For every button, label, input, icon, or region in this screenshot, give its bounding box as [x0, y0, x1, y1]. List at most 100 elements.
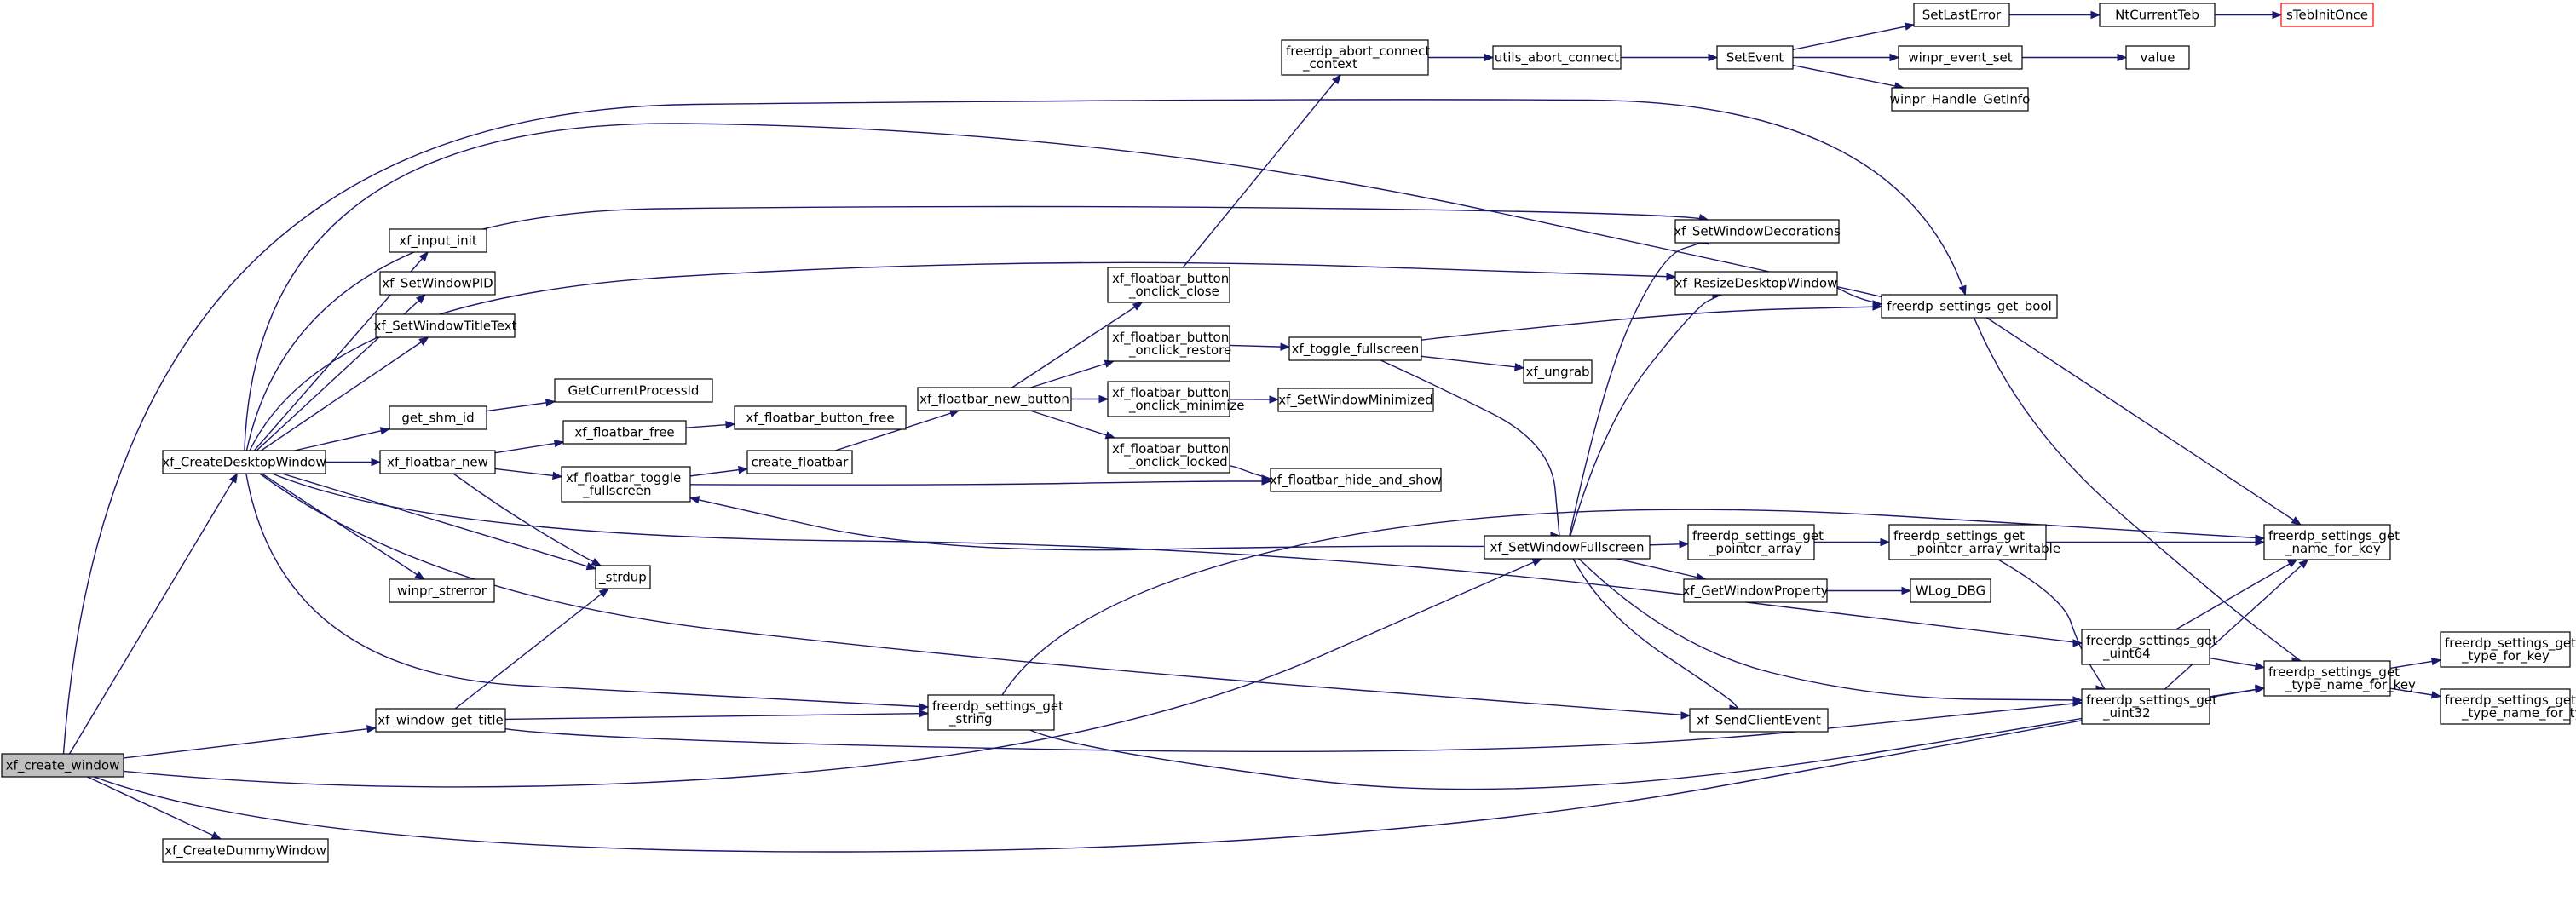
node-freerdp-settings-get-type-name-for-type[interactable]: freerdp_settings_get_type_name_for_type	[2440, 688, 2576, 725]
node-label: GetCurrentProcessId	[568, 383, 700, 399]
node-freerdp-settings-get-type-for-key[interactable]: freerdp_settings_get_type_for_key	[2440, 631, 2576, 668]
node-box	[162, 838, 329, 863]
node-getcurrentprocessid[interactable]: GetCurrentProcessId	[554, 378, 713, 403]
node-utils-abort-connect[interactable]: utils_abort_connect	[1492, 45, 1622, 70]
node-xf-floatbar-free[interactable]: xf_floatbar_free	[562, 420, 687, 445]
node-xf-setwindowdecorations[interactable]: xf_SetWindowDecorations	[1674, 219, 1841, 244]
node-label: _pointer_array	[1709, 541, 1801, 557]
edge-bom-to-swmin	[1229, 395, 1280, 404]
edge-fsgb-to-nfk	[1986, 317, 2302, 526]
node-xf-resizedesktopwindow[interactable]: xf_ResizeDesktopWindow	[1674, 271, 1838, 296]
node-box	[1492, 45, 1622, 70]
node-box	[561, 466, 691, 503]
node-box	[2263, 660, 2391, 697]
node-xf-create-window[interactable]: xf_create_window	[1, 753, 124, 778]
node-freerdp-settings-get-string[interactable]: freerdp_settings_get_string	[927, 694, 1063, 731]
node-freerdp-abort-connect-context[interactable]: freerdp_abort_connect_context	[1281, 39, 1430, 76]
node-xf-window-get-title[interactable]: xf_window_get_title	[375, 708, 506, 733]
node-box	[1891, 87, 2029, 112]
node-xf-floatbar-hide-and-show[interactable]: xf_floatbar_hide_and_show	[1270, 468, 1442, 492]
node-xf-input-init[interactable]: xf_input_init	[389, 228, 487, 253]
node-strdup[interactable]: _strdup	[595, 565, 651, 589]
node-xf-setwindowminimized[interactable]: xf_SetWindowMinimized	[1277, 388, 1434, 412]
arrowhead	[2291, 516, 2302, 526]
node-xf-floatbar-new[interactable]: xf_floatbar_new	[379, 450, 496, 474]
node-xf-setwindowtitletext[interactable]: xf_SetWindowTitleText	[374, 313, 517, 338]
node-box	[1288, 336, 1422, 361]
node-box	[1674, 219, 1840, 244]
arrowhead	[228, 472, 239, 484]
node-box	[2125, 45, 2190, 70]
edge-cdw-to-wse	[261, 473, 425, 580]
edge-fnb-to-bor	[1030, 359, 1115, 388]
node-label: freerdp_settings_get	[1692, 528, 1824, 544]
node-label: WLog_DBG	[1916, 583, 1985, 600]
edge-bor-to-tfs	[1229, 342, 1291, 351]
node-box	[2440, 688, 2571, 725]
node-box	[2081, 688, 2210, 725]
node-xf-setwindowpid[interactable]: xf_SetWindowPID	[379, 271, 496, 296]
node-value[interactable]: value	[2125, 45, 2190, 70]
node-box	[1484, 535, 1651, 560]
node-xf-createdummywindow[interactable]: xf_CreateDummyWindow	[162, 838, 329, 863]
node-setlasterror[interactable]: SetLastError	[1913, 3, 2010, 27]
node-winpr-strerror[interactable]: winpr_strerror	[389, 578, 495, 603]
node-freerdp-settings-get-bool[interactable]: freerdp_settings_get_bool	[1881, 294, 2058, 319]
node-create-floatbar[interactable]: create_floatbar	[746, 450, 853, 474]
edge-u64-to-tnfk	[2209, 657, 2266, 670]
arrowhead	[598, 588, 609, 598]
node-label: xf_floatbar_button	[1112, 441, 1229, 457]
node-xf-floatbar-new-button[interactable]: xf_floatbar_new_button	[917, 387, 1072, 411]
node-xf-floatbar-button-free[interactable]: xf_floatbar_button_free	[734, 405, 907, 430]
node-xf-floatbar-button-onclick-close[interactable]: xf_floatbar_button_onclick_close	[1107, 267, 1230, 303]
node-freerdp-settings-get-uint64[interactable]: freerdp_settings_get_uint64	[2081, 629, 2217, 665]
node-xf-floatbar-button-onclick-minimize[interactable]: xf_floatbar_button_onclick_minimize	[1107, 381, 1245, 417]
node-setevent[interactable]: SetEvent	[1716, 45, 1794, 70]
node-label: _onclick_locked	[1128, 454, 1228, 470]
node-box	[1107, 267, 1230, 303]
node-xf-getwindowproperty[interactable]: xf_GetWindowProperty	[1682, 578, 1829, 603]
node-box	[2081, 629, 2210, 665]
node-winpr-event-set[interactable]: winpr_event_set	[1898, 45, 2023, 70]
arrowhead	[1261, 474, 1272, 483]
node-xf-floatbar-button-onclick-locked[interactable]: xf_floatbar_button_onclick_locked	[1107, 437, 1230, 474]
edge-fbn-to-fbtf	[494, 468, 563, 480]
node-label: xf_SetWindowTitleText	[374, 319, 517, 335]
node-label: xf_SetWindowFullscreen	[1490, 540, 1645, 556]
node-xf-ungrab[interactable]: xf_ungrab	[1523, 359, 1593, 384]
node-box	[562, 420, 687, 445]
node-ntcurrentteb[interactable]: NtCurrentTeb	[2099, 3, 2216, 27]
node-box	[1281, 39, 1429, 76]
arrowhead	[2430, 691, 2442, 699]
arrowhead	[1708, 53, 1719, 62]
node-xf-sendclientevent[interactable]: xf_SendClientEvent	[1689, 708, 1829, 733]
node-xf-toggle-fullscreen[interactable]: xf_toggle_fullscreen	[1288, 336, 1422, 361]
arrowhead	[1901, 586, 1912, 595]
edge-fsgb-to-tnfk	[1974, 317, 2302, 665]
node-xf-setwindowfullscreen[interactable]: xf_SetWindowFullscreen	[1484, 535, 1651, 560]
node-label: _type_name_for_key	[2285, 677, 2416, 693]
node-wlog-dbg[interactable]: WLog_DBG	[1910, 578, 1991, 603]
node-xf-floatbar-button-onclick-restore[interactable]: xf_floatbar_button_onclick_restore	[1107, 325, 1231, 362]
node-label: _uint32	[2102, 705, 2151, 721]
node-box	[1716, 45, 1794, 70]
node-label: create_floatbar	[752, 455, 850, 471]
node-get-shm-id[interactable]: get_shm_id	[389, 405, 487, 430]
node-freerdp-settings-get-pointer-array[interactable]: freerdp_settings_get_pointer_array	[1687, 524, 1824, 560]
node-freerdp-settings-get-uint32[interactable]: freerdp_settings_get_uint32	[2081, 688, 2217, 725]
node-freerdp-settings-get-pointer-array-writable[interactable]: freerdp_settings_get_pointer_array_writa…	[1888, 524, 2060, 560]
node-label: _name_for_key	[2285, 541, 2381, 557]
node-freerdp-settings-get-name-for-key[interactable]: freerdp_settings_get_name_for_key	[2263, 524, 2400, 560]
node-label: xf_CreateDummyWindow	[164, 843, 326, 859]
node-label: _fullscreen	[582, 483, 652, 499]
arrowhead	[725, 420, 736, 429]
arrowhead	[2255, 534, 2266, 543]
node-stebinitonce[interactable]: sTebInitOnce	[2280, 3, 2374, 27]
arrowhead	[919, 709, 930, 718]
node-label: value	[2141, 50, 2175, 66]
node-freerdp-settings-get-type-name-for-key[interactable]: freerdp_settings_get_type_name_for_key	[2263, 660, 2416, 697]
node-xf-createdesktopwindow[interactable]: xf_CreateDesktopWindow	[162, 450, 326, 474]
node-xf-floatbar-toggle-fullscreen[interactable]: xf_floatbar_toggle_fullscreen	[561, 466, 691, 503]
node-winpr-handle-getinfo[interactable]: winpr_Handle_GetInfo	[1890, 87, 2031, 112]
arrowhead	[2430, 657, 2442, 666]
